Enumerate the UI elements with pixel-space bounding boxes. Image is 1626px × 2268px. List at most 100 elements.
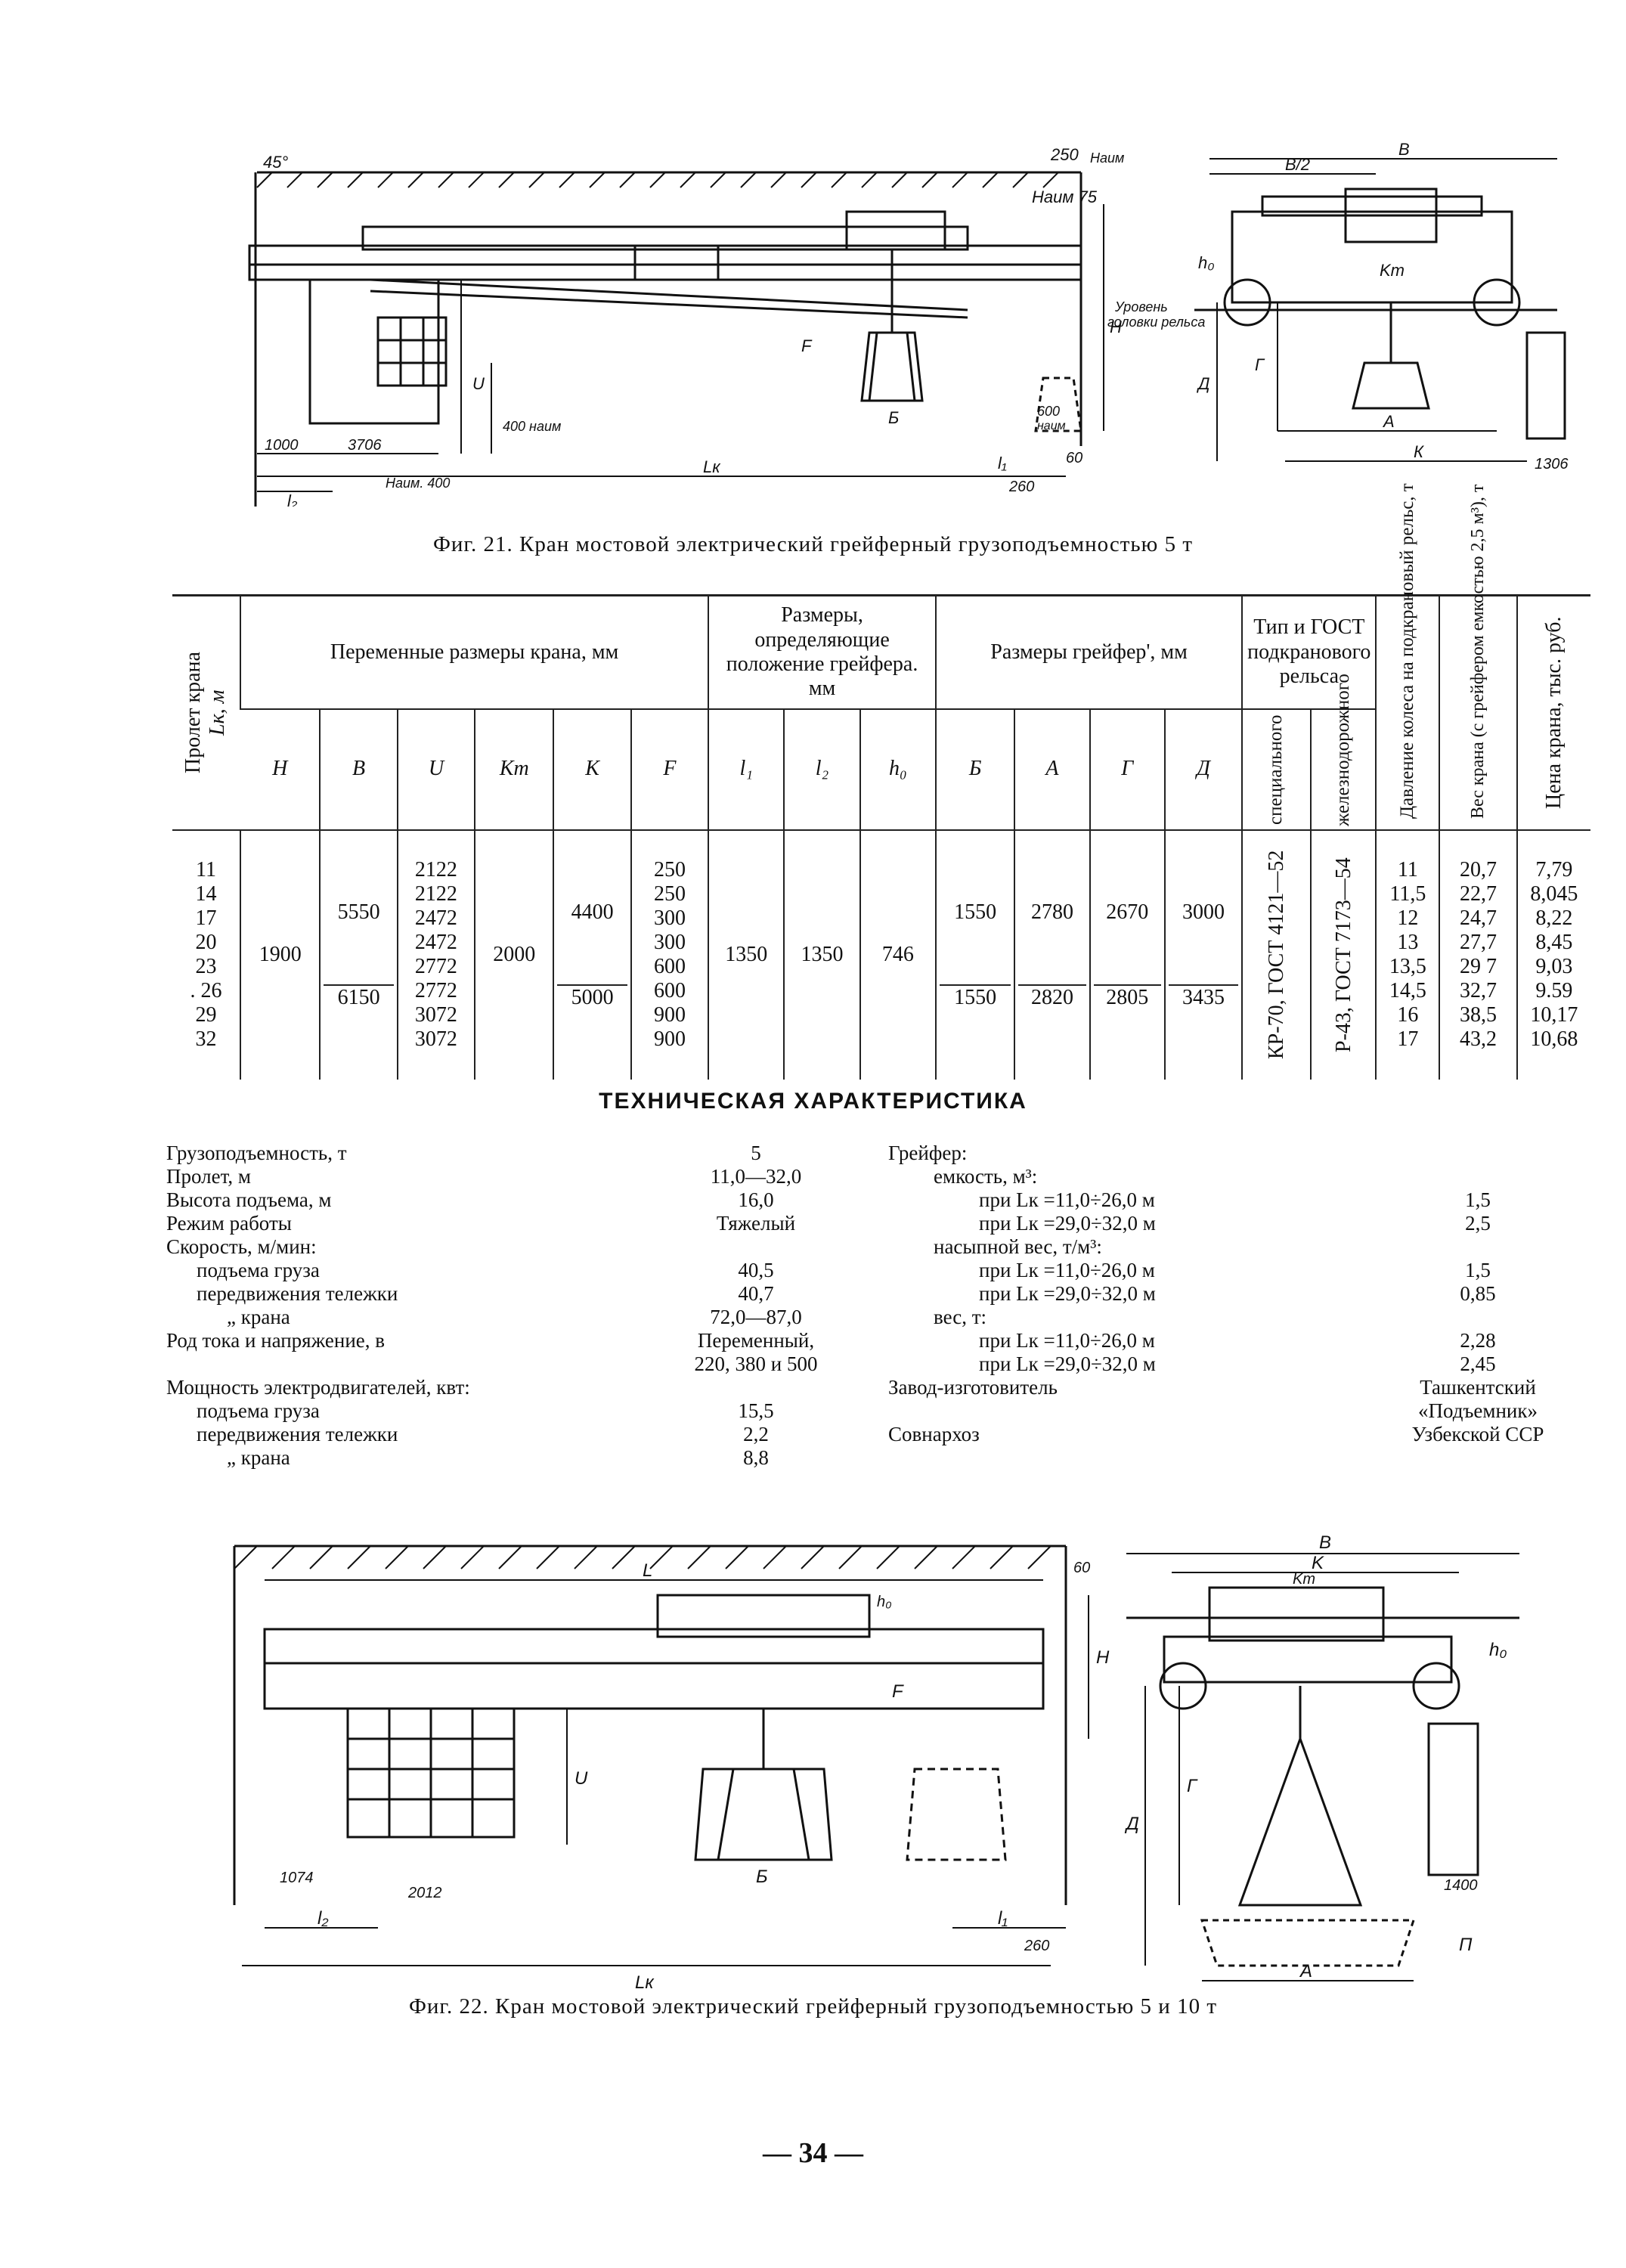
tech-label: насыпной вес, т/м³: [934,1235,1102,1258]
col-D: Д [1163,708,1243,831]
span-value: 32 [195,1027,217,1051]
tech-label: при Lк =29,0÷32,0 м [979,1282,1156,1305]
col-Kt: Kт [474,708,554,831]
rail-special-value: КР-70, ГОСТ 4121—52 [1264,850,1288,1060]
A-value: 2780 [1030,900,1073,924]
tech-label: при Lк =29,0÷32,0 м [979,1212,1156,1235]
fig21-angle-label: 45° [263,153,288,172]
weight-value: 27,7 [1460,931,1497,954]
fig22-H-label: H [1096,1647,1110,1668]
fig21-B-small-label: Б [888,408,899,427]
col-K: K [553,708,631,831]
group-position-header: Размеры, определяющие положение грейфера… [708,594,936,710]
tech-label: „ крана [227,1306,290,1328]
fig21-D-label: Д [1196,374,1210,393]
pressure-header-text: Давление колеса на подкрановый рельс, т [1397,483,1418,819]
F-value: 250 [653,858,686,881]
pressure-value: 11,5 [1389,882,1426,906]
fig21-B2-label: B/2 [1285,155,1310,174]
U-value: 2772 [414,979,457,1002]
U-value: 2772 [414,955,457,978]
fig21-dim-60: 60 [1066,450,1082,466]
fig21-F-label: F [801,336,813,355]
tech-value: Тяжелый [716,1212,796,1235]
fig21-h0-label: h₀ [1198,253,1215,272]
col-Bg: Б [934,708,1015,831]
fig22-A-label: А [1299,1961,1312,1981]
weight-value: 38,5 [1460,1003,1497,1027]
pressure-value: 11 [1397,858,1418,881]
tech-label: при Lк =11,0÷26,0 м [979,1259,1155,1281]
pressure-value: 12 [1397,906,1419,930]
fig21-K-label: К [1414,442,1424,461]
fig21-dim-1000: 1000 [265,437,299,454]
K-value: 4400 [571,900,614,924]
cell-Bg: 1550 1550 [934,829,1015,1080]
D-value: 3000 [1182,900,1225,924]
col-G: Г [1089,708,1165,831]
B-value: 5550 [337,900,380,924]
D-value: 3435 [1168,984,1239,1009]
F-value: 250 [653,882,686,906]
fig22-dim-1074: 1074 [280,1870,314,1886]
tech-label: Скорость, м/мин: [166,1235,317,1258]
tech-value: 11,0—32,0 [710,1165,802,1188]
span-value: 23 [195,955,217,978]
tech-value: Узбекской ССР [1411,1423,1544,1445]
fig22-h0b-label: h₀ [1489,1640,1507,1660]
fig22-dim-2012: 2012 [407,1885,442,1901]
fig21-l2: l₂ [287,491,298,507]
tech-value: 8,8 [743,1446,769,1469]
fig22-drawing: L 60 h₀ H F U 1074 2012 l₂ Б l₁ 260 Lк B… [233,1532,1519,1988]
fig21-A-label: А [1382,412,1395,431]
tech-value: Ташкентский [1420,1376,1536,1399]
weight-value: 20,7 [1460,858,1497,881]
span-value: 17 [195,906,217,930]
fig22-dim-1400: 1400 [1444,1877,1478,1894]
price-value: 7,79 [1535,858,1573,881]
tech-value: 15,5 [738,1399,774,1422]
fig22-Bw-label: B [1319,1532,1331,1553]
crane-spec-table: Пролет крана Lк, м Переменные размеры кр… [172,483,1590,1080]
fig21-naim: Наим [1090,150,1124,166]
U-value: 3072 [414,1027,457,1051]
fig21-naim400b: Наим. 400 [386,476,450,491]
page-number: — 34 — [763,2137,863,2169]
tech-row: Мощность электродвигателей, квт: [166,1376,847,1399]
tech-value: Переменный, [697,1329,815,1352]
fig22-G-label: Г [1187,1776,1198,1796]
tech-label: Режим работы [166,1212,292,1235]
tech-label: при Lк =29,0÷32,0 м [979,1352,1156,1375]
pressure-value: 13,5 [1389,955,1426,978]
fig22-Lk-label: Lк [635,1972,655,1988]
weight-value: 43,2 [1460,1027,1497,1051]
cell-price: 7,79 8,045 8,22 8,45 9,03 9.59 10,17 10,… [1516,829,1590,1080]
tech-label: Высота подъема, м [166,1188,332,1211]
fig22-h0-label: h₀ [877,1594,892,1610]
cell-U: 2122 2122 2472 2472 2772 2772 3072 3072 [396,829,475,1080]
weight-header-text: Вес крана (с грейфером емкостью 2,5 м³),… [1467,484,1488,819]
tech-value: 220, 380 и 500 [694,1352,818,1375]
tech-label: при Lк =11,0÷26,0 м [979,1329,1155,1352]
tech-value: 2,2 [743,1423,769,1445]
col-rail-rr: железнодорожного [1310,673,1377,831]
span-value: 29 [195,1003,217,1027]
U-value: 2122 [414,858,457,881]
span-value: 14 [195,882,217,906]
cell-G: 2670 2805 [1089,829,1165,1080]
span-header-unit: Lк, м [206,689,230,736]
tech-value: 0,85 [1460,1282,1496,1305]
tech-label: Мощность электродвигателей, квт: [166,1376,470,1399]
tech-label: вес, т: [934,1306,987,1328]
col-rail-rr-text: железнодорожного [1332,673,1353,826]
rail-rr-value: Р-43, ГОСТ 7173—54 [1331,857,1355,1052]
group-rail-header: Тип и ГОСТ подкранового рельса [1241,594,1377,710]
fig21-U-label: U [472,374,485,393]
fig21-naim75: Наим 75 [1032,187,1098,206]
